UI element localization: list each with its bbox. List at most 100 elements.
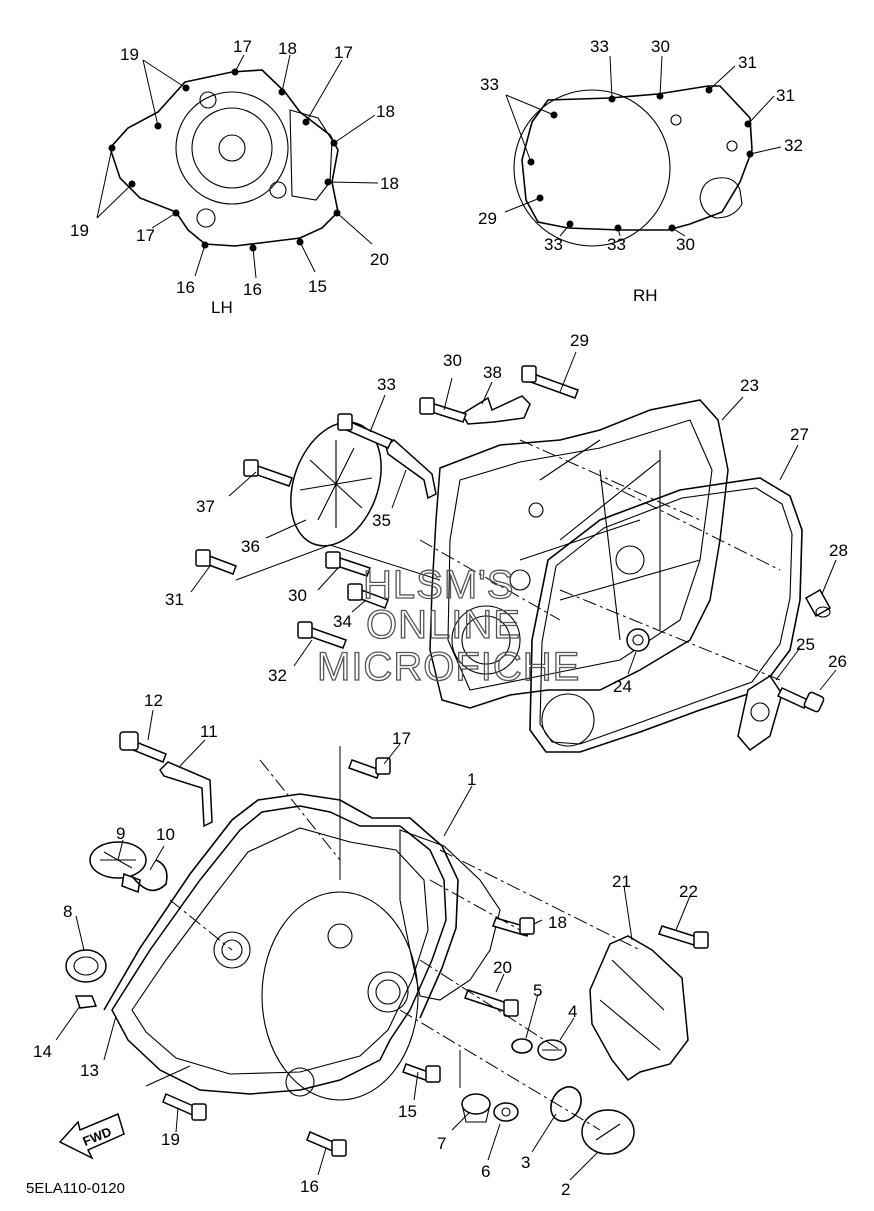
middle-dash-lines [235,439,781,681]
lh-cover-outline [109,69,339,247]
bottom-dash-lines [145,746,641,1131]
callout-33: 33 [590,37,609,56]
callout-21: 21 [612,872,631,891]
callout-32: 32 [268,666,287,685]
callout-3: 3 [521,1153,530,1172]
callout-11: 11 [200,722,218,741]
callout-12: 12 [144,691,163,710]
callout-14: 14 [33,1042,52,1061]
callout-32: 32 [784,136,803,155]
lh-leaders [96,54,379,279]
callout-18: 18 [278,39,297,58]
callout-30: 30 [288,586,307,605]
callout-31: 31 [165,590,184,609]
bracket-35 [385,439,437,500]
callout-25: 25 [796,635,815,654]
fwd-arrow-icon: FWD [58,1112,125,1160]
middle-leaders [190,351,837,691]
callout-33: 33 [377,375,396,394]
callout-15: 15 [398,1102,417,1121]
callout-33: 33 [607,235,626,254]
callout-1: 1 [467,770,476,789]
middle-callouts: 29 30 38 33 23 27 37 35 36 28 31 30 34 3… [165,331,848,696]
callout-19: 19 [161,1130,180,1149]
callout-34: 34 [333,612,352,631]
rh-leaders [504,55,782,237]
callout-29: 29 [570,331,589,350]
lh-view-label: LH [211,298,233,317]
cover-21 [589,935,689,1082]
watermark-line-2: ONLINE [366,603,521,647]
nut-6 [493,1102,519,1122]
callout-18: 18 [380,174,399,193]
dowel-28 [804,588,832,618]
watermark-line-1: HLSM'S [363,563,514,607]
callout-31: 31 [776,86,795,105]
callout-15: 15 [308,277,327,296]
callout-29: 29 [478,209,497,228]
callout-13: 13 [80,1061,99,1080]
callout-30: 30 [676,235,695,254]
callout-7: 7 [437,1134,446,1153]
callout-10: 10 [156,825,175,844]
watermark-line-3: MICROFICHE [317,645,580,689]
callout-8: 8 [63,902,72,921]
plug-4 [537,1039,567,1061]
callout-18: 18 [548,913,567,932]
callout-17: 17 [136,226,155,245]
callout-16: 16 [243,280,262,299]
middle-bolts [195,365,579,649]
crankcase-cover-23 [429,399,729,709]
callout-18: 18 [376,102,395,121]
callout-2: 2 [561,1180,570,1199]
gasket-27 [529,477,803,753]
lh-bolt-points [108,68,341,252]
callout-17: 17 [334,43,353,62]
callout-33: 33 [480,75,499,94]
collar-7 [461,1093,491,1123]
o-ring-3 [550,1086,582,1122]
callout-35: 35 [372,511,391,530]
callout-19: 19 [120,45,139,64]
cap-9 [89,841,147,894]
callout-26: 26 [828,652,847,671]
callout-36: 36 [241,537,260,556]
callout-16: 16 [300,1177,319,1196]
bottom-leaders [55,709,691,1181]
o-ring-5 [511,1038,533,1054]
callout-20: 20 [370,250,389,269]
o-ring-10 [131,859,168,892]
bottom-callouts: 12 11 17 1 9 10 21 22 18 8 20 5 4 14 13 … [33,691,698,1199]
plate-25 [737,674,783,752]
bracket-38 [460,395,531,425]
oil-seal-24 [626,628,650,652]
callout-17: 17 [233,37,252,56]
callout-6: 6 [481,1162,490,1181]
cover-36 [290,421,382,547]
watermark: HLSM'S ONLINE MICROFICHE [316,562,580,689]
callout-23: 23 [740,376,759,395]
dowel-14 [74,995,98,1009]
callout-9: 9 [116,824,125,843]
plug-2 [581,1109,635,1155]
callout-5: 5 [533,981,542,1000]
rh-cover-outline [513,85,753,247]
callout-33: 33 [544,235,563,254]
callout-4: 4 [568,1002,577,1021]
callout-16: 16 [176,278,195,297]
rh-bolt-points [527,86,754,232]
callout-37: 37 [196,497,215,516]
diagram-code: 5ELA110-0120 [26,1180,125,1197]
bolt-26 [776,687,825,713]
callout-31: 31 [738,53,757,72]
gasket-13 [103,793,501,1019]
callout-30: 30 [443,351,462,370]
bolt-12 [119,731,167,763]
callout-17: 17 [392,729,411,748]
callout-24: 24 [613,677,632,696]
rh-callouts: 33 30 31 31 32 33 29 33 33 30 RH [478,37,803,305]
callout-20: 20 [493,958,512,977]
callout-22: 22 [679,882,698,901]
crankcase-cover-1 [111,805,447,1101]
